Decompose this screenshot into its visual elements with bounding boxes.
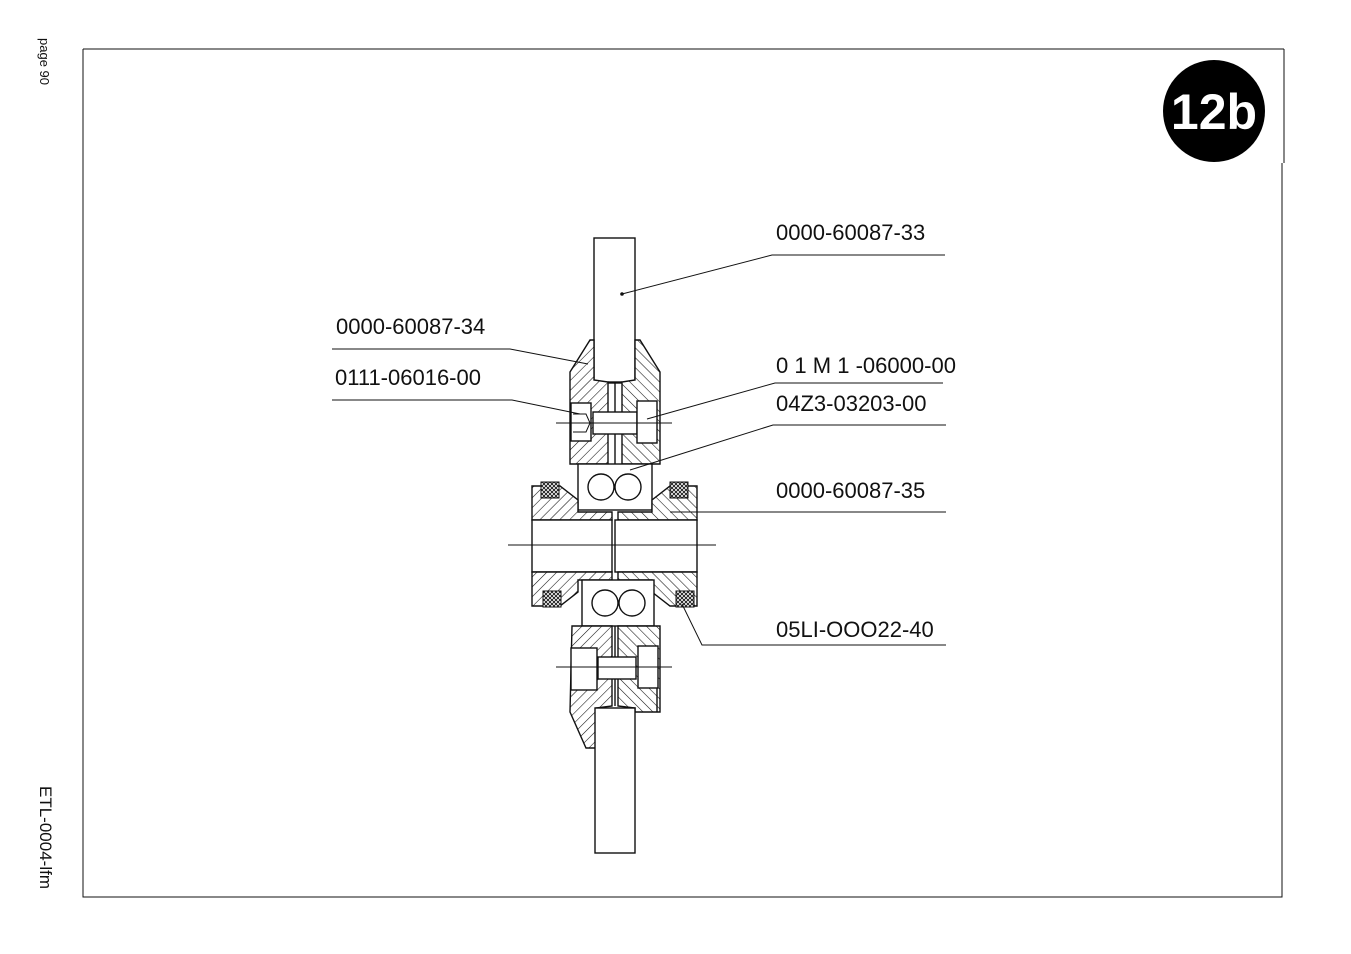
callout-shaft-upper: 0000-60087-33 [776,220,925,245]
mechanical-assembly [508,237,716,854]
upper-bolt-head [570,402,592,442]
housing-center-left [531,519,613,573]
callout-seal-ring: 05LI-OOO22-40 [776,617,934,642]
lower-shaft [594,707,636,854]
seal-lower-right [675,590,695,608]
badge-label: 12b [1171,84,1257,140]
callout-bolt: 0111-06016-00 [335,365,481,390]
seal-upper-left [540,481,560,499]
callout-labels: 0000-60087-33 0000-60087-34 0111-06016-0… [335,220,956,642]
callout-fork-upper: 0000-60087-34 [336,314,485,339]
upper-nut [636,400,658,444]
seal-lower-left [542,590,562,608]
callout-bearing: 04Z3-03203-00 [776,391,926,416]
drawing-frame [82,48,1285,898]
housing-center-right [614,519,698,573]
upper-shaft [593,237,636,384]
lower-bolt-head [570,647,598,691]
callout-nut: 0 1 M 1 -06000-00 [776,353,956,378]
badge-circle [1163,60,1265,162]
callout-housing: 0000-60087-35 [776,478,925,503]
lower-bolt-shank [597,656,637,680]
leader-lines [332,254,946,646]
seal-upper-right [669,481,689,499]
figure-badge: 12b [1163,60,1265,162]
